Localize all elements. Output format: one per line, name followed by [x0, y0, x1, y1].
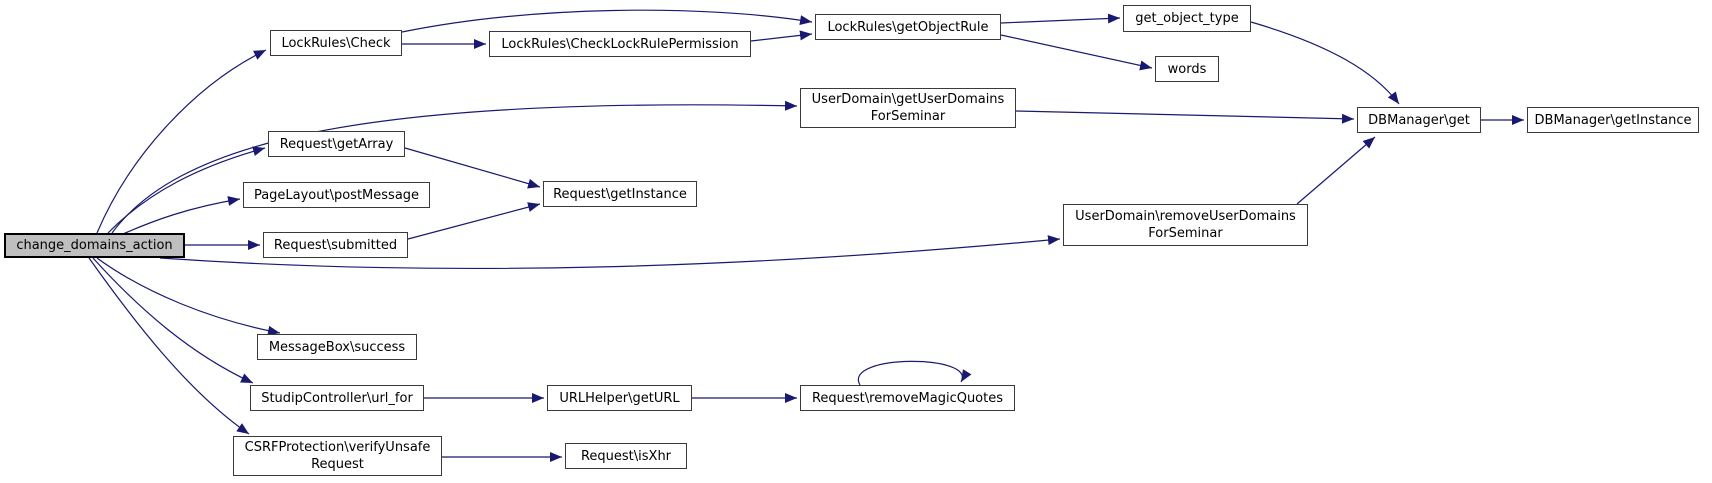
graph-node-request-isxhr[interactable]: Request\isXhr — [565, 443, 687, 469]
edge-change_domains_action-to-studipcontroller-url-for — [92, 257, 254, 384]
edge-change_domains_action-to-csrfprotection-verifyunsaferequest — [88, 257, 250, 435]
edge-lockrules-getobjectrule-to-words — [1000, 34, 1153, 71]
graph-node-lockrules-check[interactable]: LockRules\Check — [270, 30, 402, 56]
graph-node-lockrules-checklockrulepermission[interactable]: LockRules\CheckLockRulePermission — [489, 31, 751, 57]
edge-change_domains_action-to-lockrules-check — [96, 49, 267, 234]
graph-node-request-getinstance[interactable]: Request\getInstance — [543, 181, 697, 207]
edge-request-removemagicquotes-to-request-removemagicquotes — [857, 360, 972, 386]
graph-node-words[interactable]: words — [1155, 56, 1219, 82]
graph-node-pagelayout-postmessage[interactable]: PageLayout\postMessage — [243, 182, 430, 208]
graph-node-csrfprotection-verifyunsaferequest[interactable]: CSRFProtection\verifyUnsafe Request — [233, 436, 442, 476]
edge-change_domains_action-to-userdomain-removeuserdomainsforseminar — [159, 235, 1061, 270]
graph-node-get-object-type[interactable]: get_object_type — [1123, 5, 1251, 32]
edge-lockrules-check-to-lockrules-getobjectrule — [401, 9, 813, 33]
graph-node-request-submitted[interactable]: Request\submitted — [263, 232, 408, 258]
graph-node-request-getarray[interactable]: Request\getArray — [268, 131, 405, 157]
edge-lockrules-checklockrulepermission-to-lockrules-getobjectrule — [750, 30, 813, 42]
edge-get-object-type-to-dbmanager-get — [1250, 21, 1400, 105]
edge-request-getarray-to-request-getinstance — [404, 147, 541, 189]
graph-node-studipcontroller-url-for[interactable]: StudipController\url_for — [250, 385, 424, 411]
edge-request-submitted-to-request-getinstance — [407, 202, 541, 240]
graph-node-messagebox-success[interactable]: MessageBox\success — [257, 334, 417, 360]
edge-change_domains_action-to-userdomain-getuserdomainsforseminar — [111, 100, 798, 234]
edge-userdomain-getuserdomainsforseminar-to-dbmanager-get — [1015, 110, 1355, 124]
edge-change_domains_action-to-messagebox-success — [96, 257, 281, 336]
graph-node-lockrules-getobjectrule[interactable]: LockRules\getObjectRule — [815, 14, 1001, 40]
edge-lockrules-getobjectrule-to-get-object-type — [1000, 13, 1121, 24]
graph-node-request-removemagicquotes[interactable]: Request\removeMagicQuotes — [800, 385, 1015, 411]
edge-userdomain-removeuserdomainsforseminar-to-dbmanager-get — [1296, 136, 1376, 205]
graph-node-urlhelper-geturl[interactable]: URLHelper\getURL — [547, 385, 692, 411]
edge-change_domains_action-to-pagelayout-postmessage — [111, 196, 241, 240]
edge-change_domains_action-to-request-getarray — [107, 146, 266, 234]
graph-node-change_domains_action[interactable]: change_domains_action — [4, 233, 185, 258]
graph-node-dbmanager-get[interactable]: DBManager\get — [1357, 107, 1481, 133]
graph-node-userdomain-removeuserdomainsforseminar[interactable]: UserDomain\removeUserDomains ForSeminar — [1063, 204, 1308, 246]
graph-node-userdomain-getuserdomainsforseminar[interactable]: UserDomain\getUserDomains ForSeminar — [800, 88, 1016, 128]
graph-node-dbmanager-getinstance[interactable]: DBManager\getInstance — [1527, 107, 1699, 133]
